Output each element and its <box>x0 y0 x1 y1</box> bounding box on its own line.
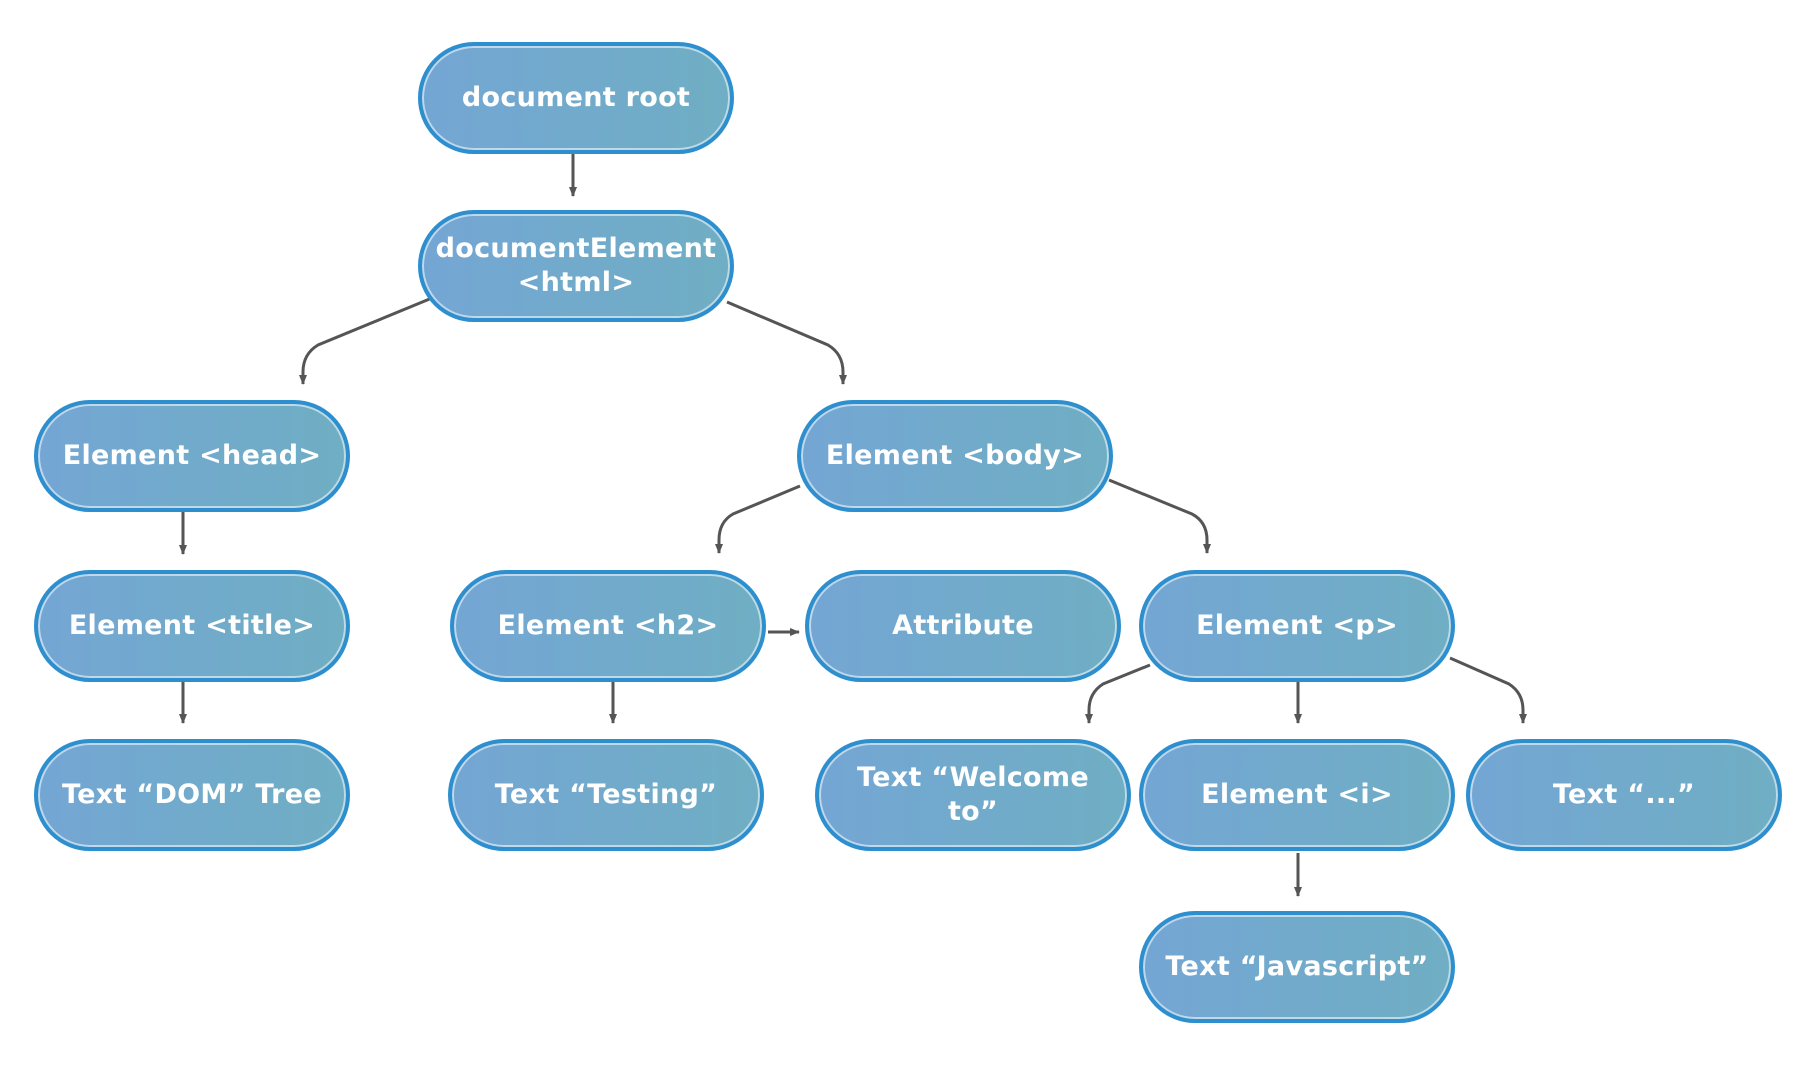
node-document-element: documentElement <html> <box>418 210 734 322</box>
node-label-line-1: documentElement <box>435 233 717 264</box>
node-label: Element <i> <box>1201 779 1393 810</box>
edge-html-to-head <box>299 296 433 385</box>
node-element-h2: Element <h2> <box>450 570 766 682</box>
node-text-dom-tree: Text “DOM” Tree <box>34 739 350 851</box>
node-label: Element <p> <box>1196 610 1398 641</box>
node-element-head: Element <head> <box>34 400 350 512</box>
edge-html-to-body <box>726 300 847 385</box>
edge-body-to-p <box>1108 478 1211 554</box>
node-label: Text “Testing” <box>494 779 718 810</box>
node-text-testing: Text “Testing” <box>448 739 764 851</box>
node-label: document root <box>461 82 691 113</box>
node-element-title: Element <title> <box>34 570 350 682</box>
node-label-line-2: <html> <box>517 267 635 298</box>
node-element-i: Element <i> <box>1139 739 1455 851</box>
node-label: Text “Javascript” <box>1165 951 1429 982</box>
node-label: Element <h2> <box>497 610 719 641</box>
node-document-root: document root <box>418 42 734 154</box>
node-text-javascript: Text “Javascript” <box>1139 911 1455 1023</box>
node-text-ellipsis: Text “...” <box>1466 739 1782 851</box>
node-label: Element <head> <box>62 440 322 471</box>
node-label: Attribute <box>892 610 1034 641</box>
node-label: Text “...” <box>1552 779 1696 810</box>
node-label: Element <body> <box>825 440 1085 471</box>
node-label: Element <title> <box>68 610 316 641</box>
edge-p-to-text-ellipsis <box>1449 656 1527 724</box>
node-element-body: Element <body> <box>797 400 1113 512</box>
node-text-welcome-to: Text “Welcome to” <box>815 739 1131 851</box>
edge-p-to-text-welcome <box>1085 663 1151 724</box>
node-label: Text “DOM” Tree <box>62 779 322 810</box>
node-element-p: Element <p> <box>1139 570 1455 682</box>
node-label: Text “Welcome to” <box>857 762 1089 827</box>
node-attribute: Attribute <box>805 570 1121 682</box>
edge-body-to-h2 <box>715 484 801 554</box>
